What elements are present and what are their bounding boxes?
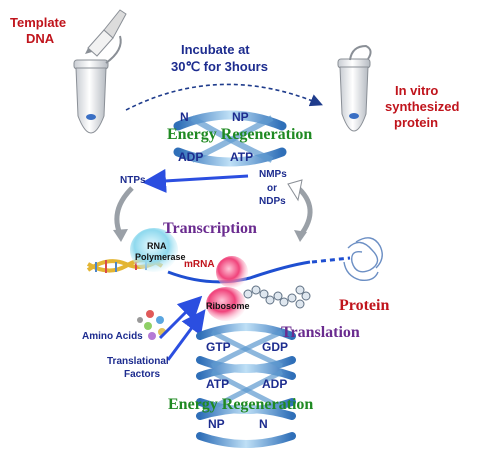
energy-bottom-title: Energy Regeneration [168, 396, 314, 413]
ndps-label: NDPs [259, 196, 286, 207]
left-tube-icon [73, 35, 122, 134]
energy-bottom-n: N [259, 417, 268, 431]
top-energy-cycle-icon [173, 110, 287, 167]
nmps-label: NMPs [259, 169, 287, 180]
in-vitro-label-2: synthesized [385, 99, 460, 114]
energy-bottom-atp: ATP [206, 377, 230, 391]
energy-bottom-np: NP [208, 417, 225, 431]
energy-top-title: Energy Regeneration [167, 126, 313, 143]
in-vitro-label-1: In vitro [395, 83, 439, 98]
factors-arrow [166, 309, 206, 361]
ribosome-label: Ribosome [206, 301, 250, 311]
pipette-icon [85, 9, 127, 57]
amino-acid-molecules-icon [137, 310, 166, 340]
peptide-chain-icon [243, 285, 311, 309]
translational-factors-label-1: Translational [107, 356, 169, 367]
in-vitro-label-3: protein [394, 115, 439, 130]
bottom-energy-cycle-icon [196, 323, 296, 448]
protein-label: Protein [339, 297, 390, 314]
left-recycle-arrow [114, 186, 134, 235]
energy-top-adp: ADP [178, 150, 204, 164]
ntps-arrow [142, 168, 249, 193]
energy-bottom-adp: ADP [262, 377, 288, 391]
ntps-label: NTPs [120, 175, 146, 186]
mrna-strand [167, 260, 311, 284]
rna-polymerase-label-1: RNA [147, 241, 167, 251]
amino-acids-arrow [158, 295, 203, 340]
translational-factors-label-2: Factors [124, 369, 161, 380]
incubate-label-1: Incubate at [181, 42, 250, 57]
energy-bottom-gtp: GTP [206, 340, 231, 354]
incubate-arrow [125, 83, 323, 111]
amino-acids-label: Amino Acids [82, 331, 143, 342]
energy-top-n: N [180, 110, 189, 124]
transcription-label: Transcription [163, 220, 257, 237]
protein-structure-icon [343, 237, 383, 282]
translation-label: Translation [281, 324, 360, 341]
template-dna-label-1: Template [10, 15, 67, 30]
rna-polymerase-icon [130, 228, 178, 272]
funnel-icon [287, 179, 303, 202]
energy-bottom-gdp: GDP [262, 340, 289, 354]
ribosome-icon [206, 256, 248, 321]
incubate-label-2: 30℃ for 3hours [171, 59, 268, 74]
energy-top-np: NP [232, 110, 249, 124]
template-dna-label-2: DNA [26, 31, 55, 46]
rna-polymerase-label-2: Polymerase [135, 252, 186, 262]
energy-top-atp: ATP [230, 150, 254, 164]
right-tube-icon [337, 44, 372, 132]
mrna-label: mRNA [184, 259, 215, 270]
or-label: or [267, 183, 277, 194]
